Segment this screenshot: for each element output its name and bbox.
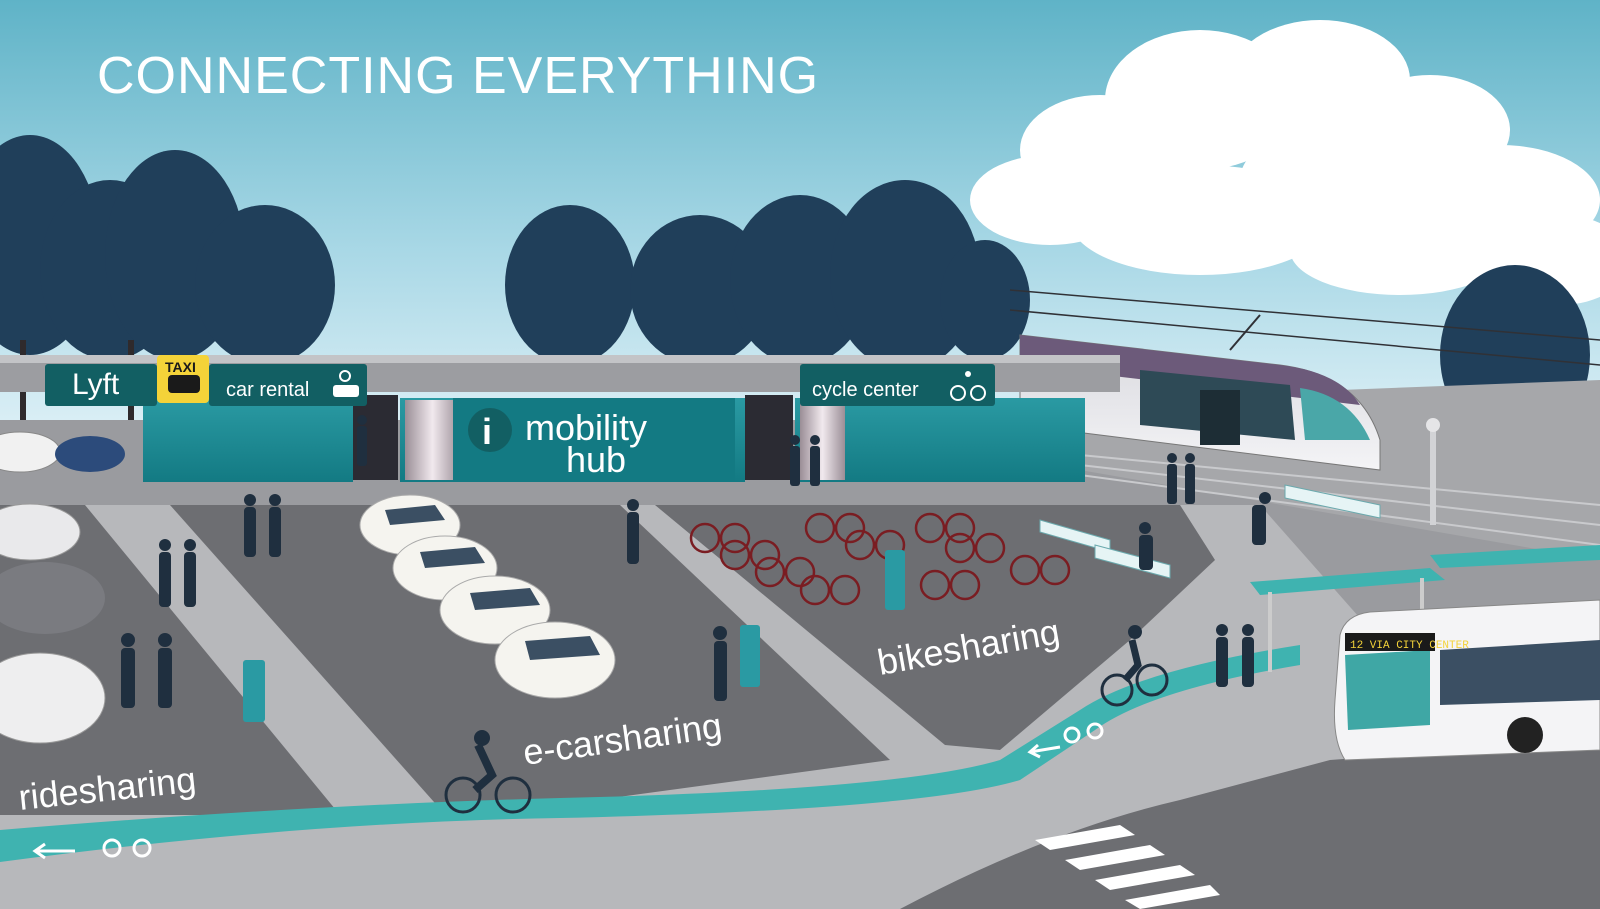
bike-lane bbox=[0, 645, 1300, 862]
car-rental-sign bbox=[209, 364, 367, 406]
bus-destination: 12 VIA CITY CENTER bbox=[1350, 640, 1469, 652]
lamp-post bbox=[1426, 418, 1440, 525]
tree-line bbox=[0, 135, 1590, 540]
bike-lane-markings bbox=[32, 722, 1104, 860]
e-car-windows bbox=[385, 505, 600, 660]
street bbox=[900, 740, 1600, 909]
crosswalk bbox=[1035, 825, 1220, 909]
benches bbox=[1039, 484, 1381, 579]
taxi-sign bbox=[157, 355, 209, 403]
far-parked-cars bbox=[0, 431, 125, 473]
cycle-center-sign bbox=[800, 364, 995, 406]
rideshare-cars bbox=[0, 503, 106, 744]
pedestrians bbox=[121, 415, 1271, 708]
mobility-hub-line2: hub bbox=[566, 439, 626, 480]
info-icon: i bbox=[482, 411, 492, 452]
overhead-wires bbox=[1009, 289, 1600, 366]
bikesharing-zone bbox=[655, 505, 1215, 750]
mobility-hub-sign bbox=[453, 398, 735, 482]
lyft-sign bbox=[45, 364, 157, 406]
car-rental-label: car rental bbox=[226, 379, 309, 401]
kiosks bbox=[243, 550, 905, 722]
bike-racks bbox=[689, 512, 1071, 606]
taxi-label: TAXI bbox=[165, 359, 196, 375]
cycle-center-label: cycle center bbox=[812, 379, 919, 401]
lyft-label: Lyft bbox=[72, 368, 120, 401]
bus bbox=[1334, 599, 1600, 761]
mobility-hub-line1: mobility bbox=[525, 407, 647, 448]
cyclists bbox=[444, 625, 1169, 814]
page-title: CONNECTING EVERYTHING bbox=[97, 47, 820, 105]
